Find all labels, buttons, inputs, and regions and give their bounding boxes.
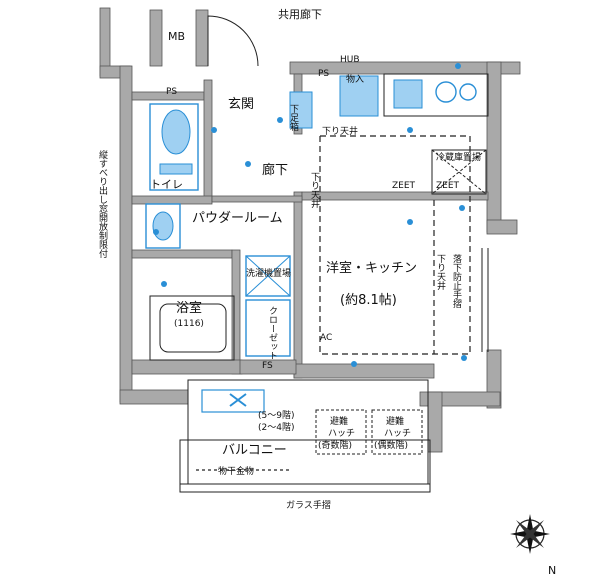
zeet-label-1: ZEET [392,181,416,191]
laundry-hardware-label: 物干金物 [218,465,254,477]
floors-note-1: (5～9階) [258,410,294,421]
closet-area [245,299,291,357]
glass-rail-label: ガラス手摺 [286,499,331,511]
washer-space [245,255,291,297]
ceiling-lights [153,63,467,367]
washbasin [145,203,181,249]
toilet-label: トイレ [150,178,183,191]
compass-label: N [548,564,556,577]
lowered-ceiling-label-1: 下り天井 [322,125,358,137]
compass-icon [510,514,550,554]
hub-label: HUB [340,55,360,65]
fs-label: FS [262,361,273,371]
hatch-1-sub: ハッチ [328,428,355,439]
shoe-box [289,91,313,129]
lowered-ceiling-label-3: 下り天井 [435,254,446,291]
entrance-label: 玄関 [228,97,254,112]
bathtub [149,295,235,361]
floors-note-2: (2～4階) [258,422,294,433]
hallway-label: 廊下 [262,162,288,178]
living-label: 洋室・キッチン [326,260,417,276]
zeet-label-2: ZEET [436,181,460,191]
mb-label: MB [168,30,185,43]
walls [99,7,521,453]
side-note-label: 縦すべり出し窓開放制限付 [97,149,108,259]
washer-label: 洗濯機置場 [246,267,291,279]
closet-label: クローゼット [267,306,278,360]
fridge-space [431,149,487,195]
powder-room-label: パウダールーム [192,211,283,226]
hatch-2-sub: ハッチ [384,428,411,439]
balcony-label: バルコニー [222,443,287,458]
fall-rail-label: 落下防止手摺 [451,253,462,309]
bathroom-label: 浴室 [176,300,202,316]
hatch-1-title: 避難 [330,415,348,427]
corridor-label: 共用廊下 [278,7,322,21]
hatch-2-floor: (偶数階) [374,439,408,451]
fridge-label: 冷蔵庫置場 [436,151,481,163]
ac-label: AC [320,333,332,343]
hatch-1-floor: (奇数階) [318,439,352,451]
ps-right-label: PS [318,69,329,79]
lowered-ceiling-outline [319,135,471,355]
bath-size-label: (1116) [174,319,204,329]
kitchen-counter [339,73,489,117]
storage-label: 物入 [346,73,364,85]
living-size-label: (約8.1帖) [340,293,397,308]
shoe-box-label: 下足箱 [288,104,299,132]
right-window [481,248,489,352]
entrance-door [207,15,259,67]
hatch-2-title: 避難 [386,415,404,427]
balcony [179,379,431,493]
lowered-ceiling-label-2: 下り天井 [309,172,320,209]
ps-left-label: PS [166,87,177,97]
toilet-fixture [149,103,199,191]
